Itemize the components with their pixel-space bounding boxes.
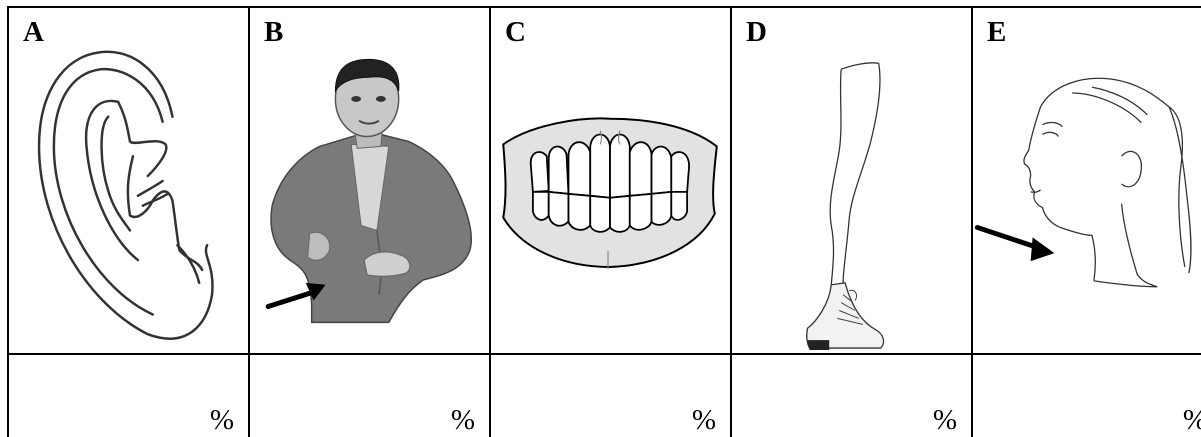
percent-label-a: %	[209, 404, 234, 436]
answer-box-a[interactable]: %	[7, 355, 248, 437]
percent-label-e: %	[1183, 406, 1201, 435]
percent-label-c: %	[691, 404, 716, 436]
percent-label-d: %	[932, 404, 957, 436]
panel-e: E	[971, 6, 1201, 355]
panel-letter-a: A	[23, 16, 44, 48]
teeth-icon	[502, 117, 718, 269]
answer-box-d[interactable]: %	[730, 355, 971, 437]
ear-icon	[37, 50, 214, 340]
panel-letter-b: B	[264, 16, 284, 48]
panel-letter-d: D	[746, 16, 767, 48]
panel-b: B	[248, 6, 489, 355]
side-pain-figure-icon	[265, 58, 472, 324]
panel-letter-c: C	[505, 16, 526, 48]
panel-d: D	[730, 6, 971, 355]
answer-box-b[interactable]: %	[248, 355, 489, 437]
panel-a: A	[7, 6, 248, 355]
leg-icon	[806, 62, 885, 351]
answer-box-e[interactable]: %	[971, 355, 1201, 437]
body-parts-table: A B	[7, 6, 1201, 437]
panel-c: C	[489, 6, 730, 355]
neck-profile-icon	[974, 77, 1192, 288]
panel-letter-e: E	[987, 16, 1007, 48]
percent-label-b: %	[450, 404, 475, 436]
answer-box-c[interactable]: %	[489, 355, 730, 437]
